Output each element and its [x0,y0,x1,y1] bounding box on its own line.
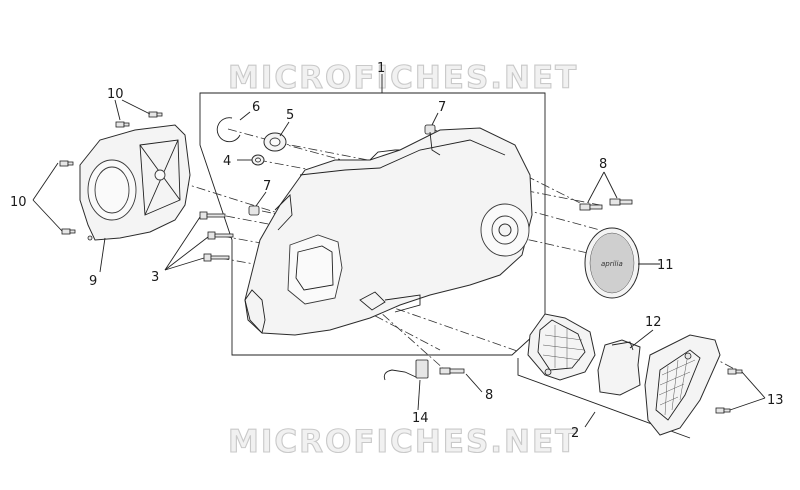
leader-lines [32,99,766,411]
callout-7-upper: 7 [438,100,446,115]
part-9-rear-cover [79,124,191,241]
part-5-bearing [263,132,287,152]
screws-13 [715,368,743,414]
callout-2: 2 [571,426,579,441]
part-11-cap: aprilia [584,227,640,299]
cap-badge-text: aprilia [601,260,623,268]
group-bracket-2 [517,358,691,439]
part-1-transmission-cover [244,127,533,336]
part-12-filter [597,339,641,396]
part-6-circlip [216,117,241,143]
callout-6: 6 [252,100,260,115]
callout-10-upper: 10 [107,87,124,102]
screws-8 [439,198,633,375]
part-7-dowel-pins [248,124,436,216]
callout-8-upper: 8 [599,157,607,172]
callout-12: 12 [645,315,662,330]
part-2-duct-housing [527,313,596,381]
callout-13: 13 [767,393,784,408]
callout-14: 14 [412,411,429,426]
callout-4: 4 [223,154,231,169]
screws-10 [59,111,163,235]
screws-3 [199,211,234,262]
callout-5: 5 [286,108,294,123]
group-bracket-1 [199,74,546,356]
watermark-top: MICROFICHES.NET [228,60,578,96]
part-2-grille-cover [644,334,721,436]
part-14-spring-clip [383,359,429,381]
callout-7-lower: 7 [263,179,271,194]
callout-11: 11 [657,258,674,273]
callout-10-left: 10 [10,195,27,210]
callout-9: 9 [89,274,97,289]
part-4-bushing [251,154,265,166]
callout-1: 1 [377,61,385,76]
callout-8-lower: 8 [485,388,493,403]
callout-labels: 1 2 3 4 5 6 7 7 8 8 9 10 10 11 12 13 14 [10,61,784,441]
callout-3: 3 [151,270,159,285]
watermark-bottom: MICROFICHES.NET [228,424,578,460]
